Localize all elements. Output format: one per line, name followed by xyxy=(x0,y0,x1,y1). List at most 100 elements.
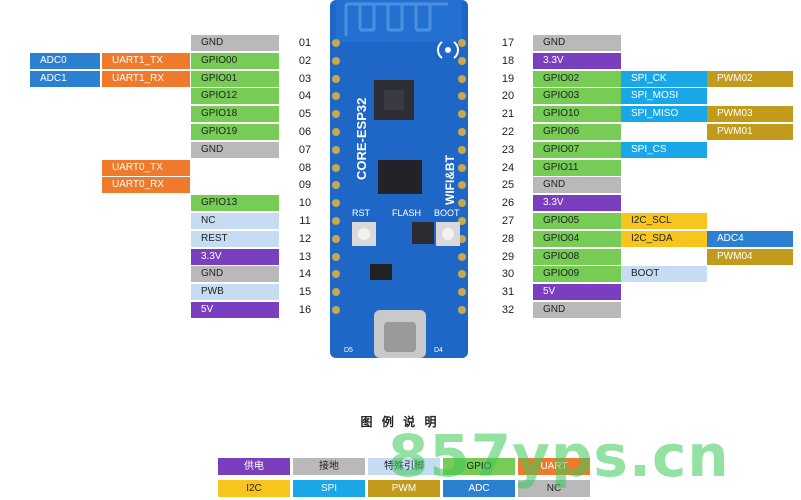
legend-item: 供电 xyxy=(218,458,290,475)
right-pin-5v-label: 5V xyxy=(533,284,621,300)
left-pin-number: 07 xyxy=(298,144,312,156)
left-pin-3-3v-label: 3.3V xyxy=(191,249,279,265)
right-pin-gpio03-label: GPIO03 xyxy=(533,88,621,104)
legend-item: UART xyxy=(518,458,590,475)
left-pin-number: 05 xyxy=(298,108,312,120)
left-pin-number: 13 xyxy=(298,251,312,263)
right-pin-number: 21 xyxy=(501,108,515,120)
left-pin-number: 15 xyxy=(298,286,312,298)
right-pin-i2c-scl-label: I2C_SCL xyxy=(621,213,707,229)
right-pin-number: 25 xyxy=(501,179,515,191)
right-pin-spi-miso-label: SPI_MISO xyxy=(621,106,707,122)
pin-pad xyxy=(458,92,466,100)
pin-pad xyxy=(332,306,340,314)
pin-pad xyxy=(332,128,340,136)
legend-item: GPIO xyxy=(443,458,515,475)
right-pin-gnd-label: GND xyxy=(533,302,621,318)
flash-label: FLASH xyxy=(392,208,421,218)
right-pin-gpio07-label: GPIO07 xyxy=(533,142,621,158)
right-pin-gpio02-label: GPIO02 xyxy=(533,71,621,87)
chip-inner xyxy=(384,90,404,110)
wifi-icon xyxy=(437,41,459,59)
usb-c-inner xyxy=(384,322,416,352)
right-pin-number: 19 xyxy=(501,73,515,85)
right-pin-gnd-label: GND xyxy=(533,177,621,193)
left-pin-5v-label: 5V xyxy=(191,302,279,318)
right-pin-3-3v-label: 3.3V xyxy=(533,53,621,69)
right-pin-gpio05-label: GPIO05 xyxy=(533,213,621,229)
left-pin-gpio00-label: GPIO00 xyxy=(191,53,279,69)
left-pin-gpio12-label: GPIO12 xyxy=(191,88,279,104)
chip-regulator xyxy=(370,264,392,280)
d5-label: D5 xyxy=(344,347,353,354)
board-wifi-label: WIFI&BT xyxy=(443,154,457,205)
pin-pad xyxy=(332,110,340,118)
legend-item: 特殊引脚 xyxy=(368,458,440,475)
right-pin-number: 26 xyxy=(501,197,515,209)
d4-label: D4 xyxy=(434,347,443,354)
pin-pad xyxy=(458,199,466,207)
left-pin-uart0-tx-label: UART0_TX xyxy=(102,160,190,176)
legend-item: I2C xyxy=(218,480,290,497)
right-pin-number: 18 xyxy=(501,55,515,67)
pin-pad xyxy=(332,75,340,83)
left-pin-number: 10 xyxy=(298,197,312,209)
pin-pad xyxy=(458,128,466,136)
pin-pad xyxy=(332,39,340,47)
rst-label: RST xyxy=(352,208,371,218)
left-pin-gpio01-label: GPIO01 xyxy=(191,71,279,87)
right-pin-gnd-label: GND xyxy=(533,35,621,51)
pin-pad xyxy=(332,199,340,207)
pin-pad xyxy=(332,217,340,225)
left-pin-gpio13-label: GPIO13 xyxy=(191,195,279,211)
right-pin-number: 29 xyxy=(501,251,515,263)
antenna-area xyxy=(336,0,462,42)
right-pin-number: 32 xyxy=(501,304,515,316)
left-pin-uart1-tx-label: UART1_TX xyxy=(102,53,190,69)
right-pin-number: 27 xyxy=(501,215,515,227)
left-pin-number: 11 xyxy=(299,215,311,227)
esp32-board-image: CORE-ESP32 WIFI&BT RST FLASH BOOT D5 D4 xyxy=(330,0,468,358)
left-pin-number: 06 xyxy=(298,126,312,138)
left-pin-uart1-rx-label: UART1_RX xyxy=(102,71,190,87)
legend-item: ADC xyxy=(443,480,515,497)
right-pin-number: 30 xyxy=(501,268,515,280)
boot-label: BOOT xyxy=(434,208,460,218)
chip-small xyxy=(412,222,434,244)
pin-pad xyxy=(332,146,340,154)
right-pin-gpio11-label: GPIO11 xyxy=(533,160,621,176)
pin-pad xyxy=(458,253,466,261)
right-pin-spi-mosi-label: SPI_MOSI xyxy=(621,88,707,104)
right-pin-adc4-label: ADC4 xyxy=(707,231,793,247)
pin-pad xyxy=(458,110,466,118)
right-pin-number: 20 xyxy=(501,90,515,102)
boot-button-cap xyxy=(442,228,454,240)
pin-pad xyxy=(332,235,340,243)
left-pin-gnd-label: GND xyxy=(191,142,279,158)
left-pin-number: 02 xyxy=(298,55,312,67)
left-pin-adc1-label: ADC1 xyxy=(30,71,100,87)
left-pin-gnd-label: GND xyxy=(191,266,279,282)
pin-pad xyxy=(332,253,340,261)
right-pin-pwm04-label: PWM04 xyxy=(707,249,793,265)
left-pin-adc0-label: ADC0 xyxy=(30,53,100,69)
pin-pad xyxy=(332,288,340,296)
left-pin-number: 01 xyxy=(298,37,312,49)
right-pin-pwm03-label: PWM03 xyxy=(707,106,793,122)
right-pin-boot-label: BOOT xyxy=(621,266,707,282)
pin-pad xyxy=(332,164,340,172)
left-pin-number: 14 xyxy=(298,268,312,280)
pin-pad xyxy=(458,146,466,154)
rst-button-cap xyxy=(358,228,370,240)
right-pin-pwm01-label: PWM01 xyxy=(707,124,793,140)
pin-pad xyxy=(458,57,466,65)
left-pin-rest-label: REST xyxy=(191,231,279,247)
chip-flash xyxy=(378,160,422,194)
pin-pad xyxy=(458,39,466,47)
left-pin-number: 04 xyxy=(298,90,312,102)
left-pin-number: 09 xyxy=(298,179,312,191)
right-pin-number: 31 xyxy=(501,286,515,298)
pin-pad xyxy=(458,306,466,314)
right-pin-gpio09-label: GPIO09 xyxy=(533,266,621,282)
legend-item: PWM xyxy=(368,480,440,497)
